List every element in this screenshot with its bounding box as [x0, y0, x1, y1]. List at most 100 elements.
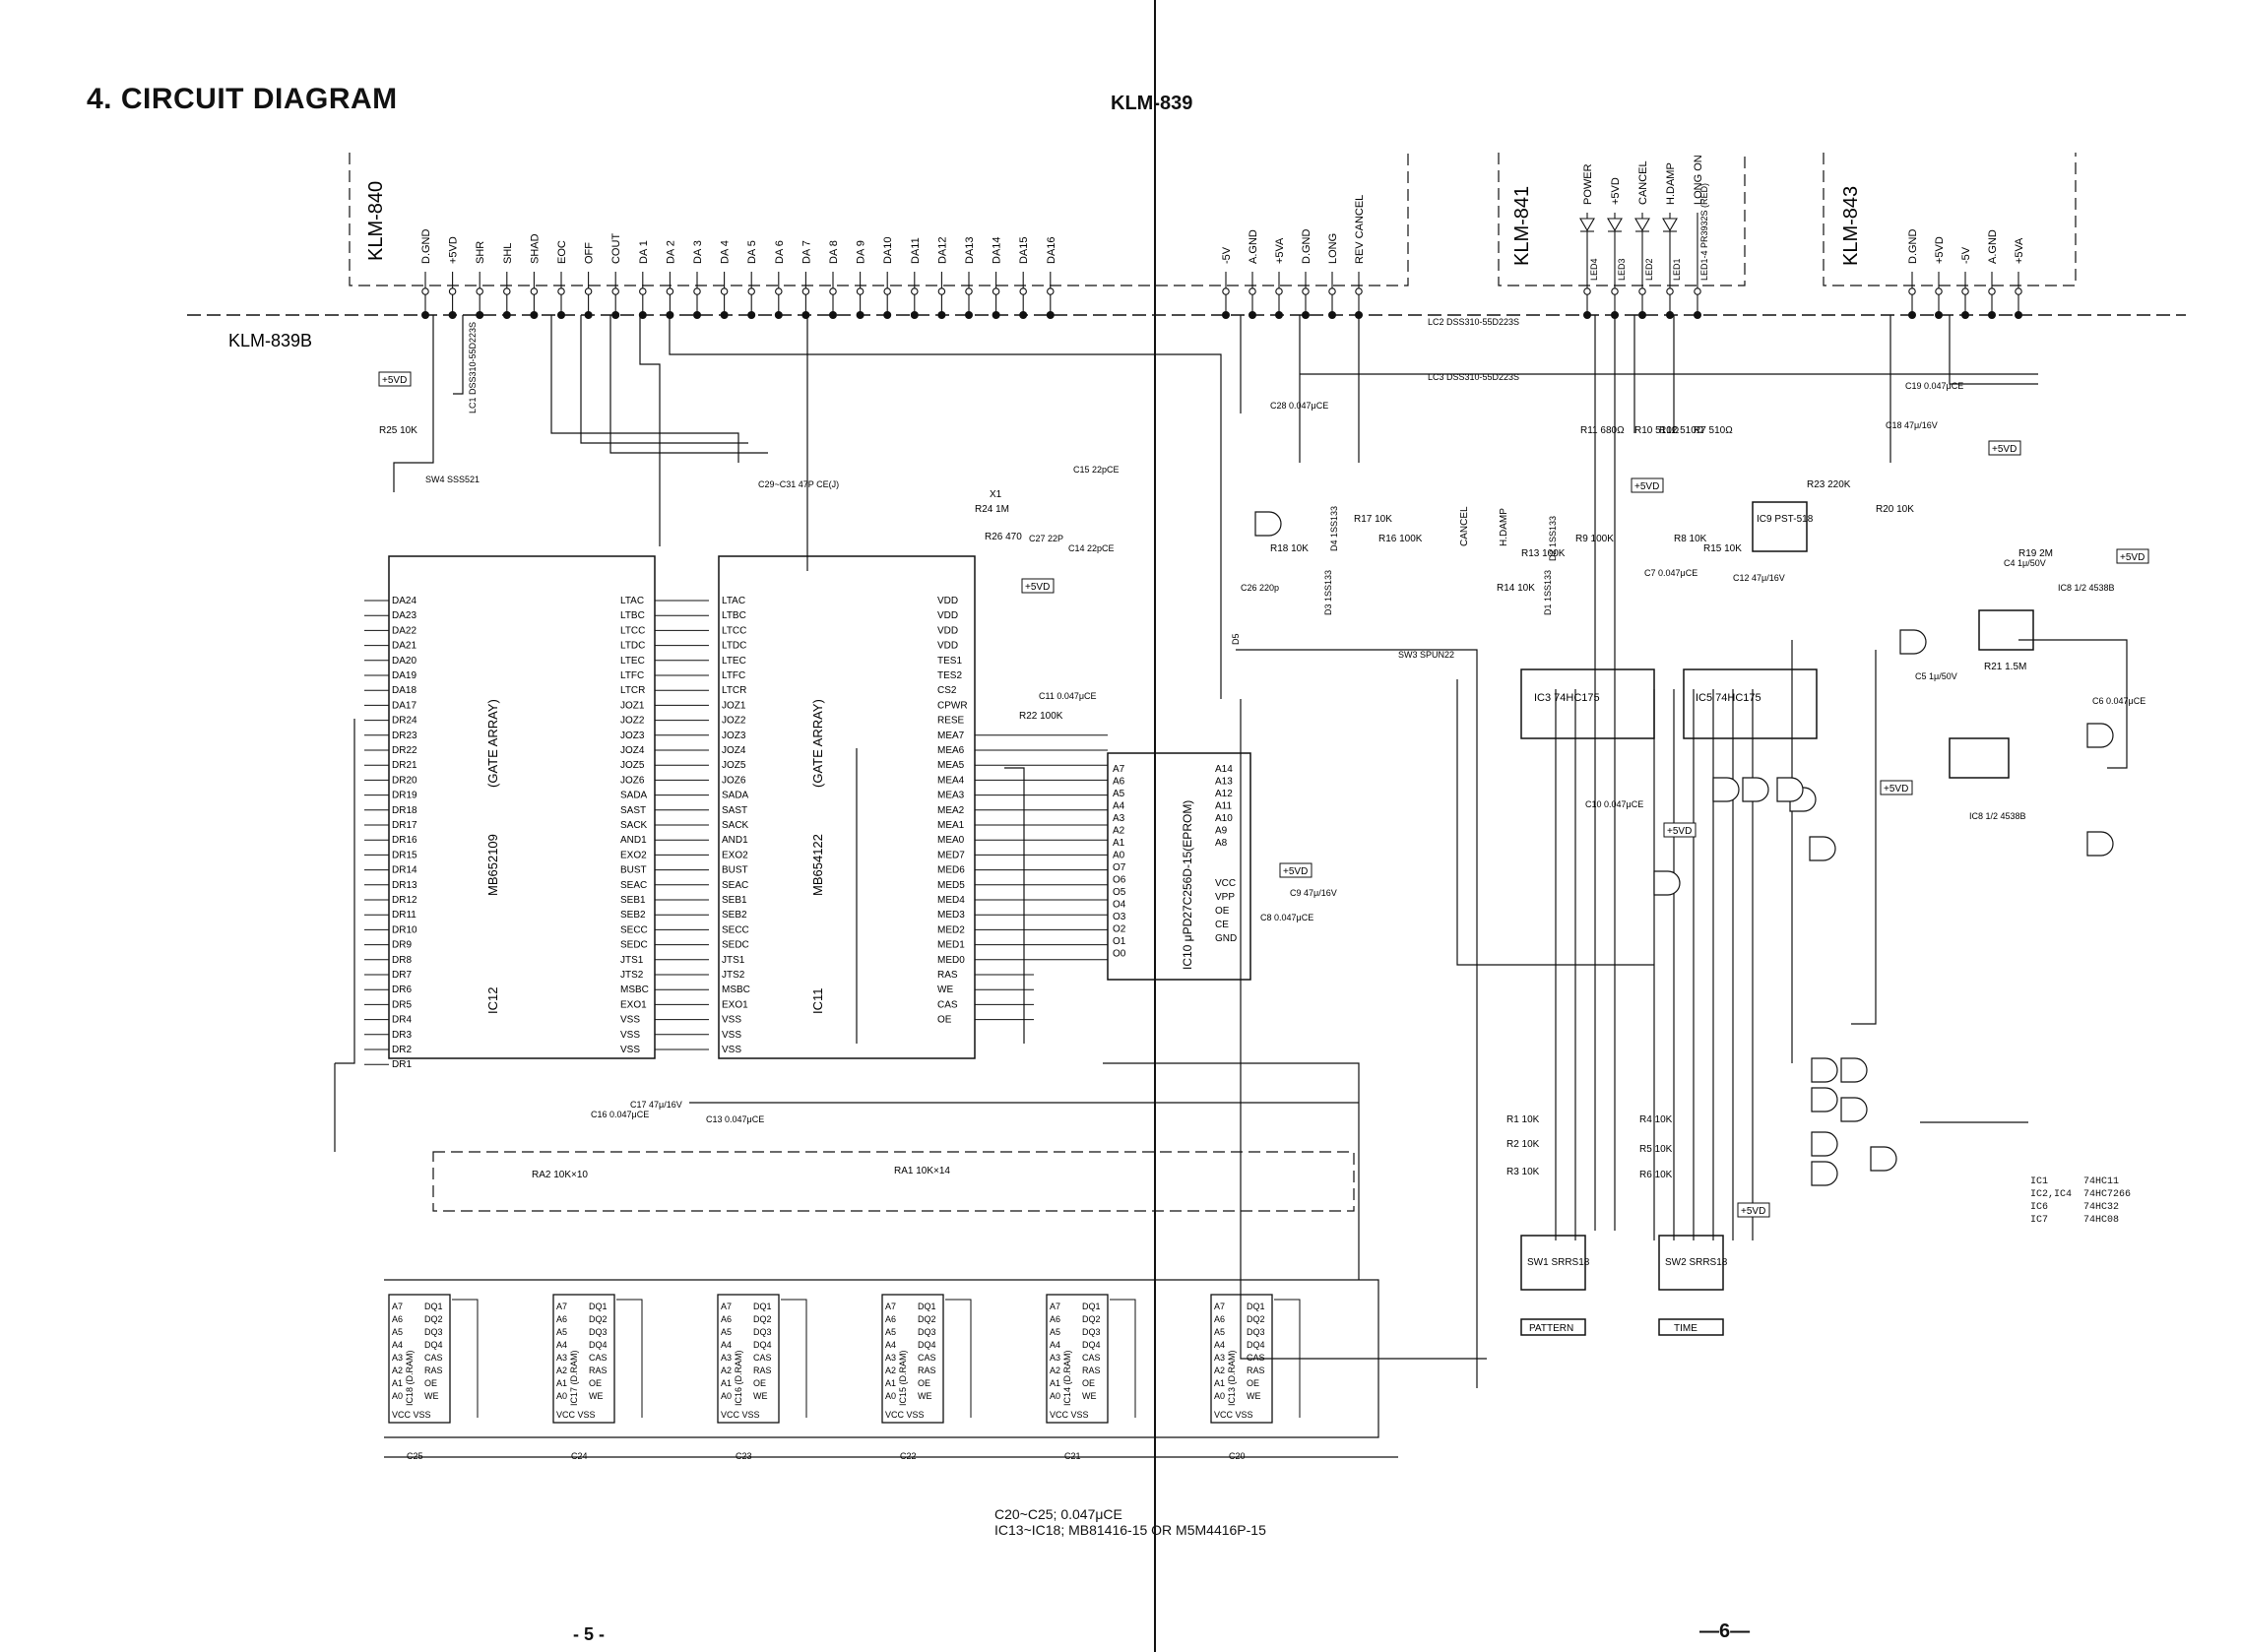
dram-pin-right: DQ2 [1247, 1314, 1265, 1324]
time-label: TIME [1674, 1323, 1697, 1334]
dram-pin-right: DQ1 [424, 1302, 443, 1311]
resistor-label: R13 100K [1521, 548, 1566, 559]
dram-pin-right: DQ3 [589, 1327, 608, 1337]
dram-pin-left: A3 [1214, 1353, 1225, 1363]
dram-pin-left: A3 [556, 1353, 567, 1363]
supply-tag-box [1663, 822, 1697, 838]
board-label-klm839b: KLM-839B [228, 331, 312, 350]
klm840-pin-junction [421, 311, 429, 319]
klm840-pin-junction [1046, 311, 1055, 319]
logic-gate-icon [1811, 1087, 1838, 1112]
pattern-label: PATTERN [1529, 1323, 1573, 1334]
ic12-pin-left: DR6 [392, 985, 412, 995]
dram-pin-left: A6 [1050, 1314, 1060, 1324]
ic11-pin-right: CPWR [937, 700, 968, 711]
sw1-label: SW1 SRRS18 [1527, 1257, 1590, 1268]
ic12-type: (GATE ARRAY) [485, 699, 500, 788]
conn-pin-terminal [1249, 287, 1256, 295]
dram-power-pins: VCC VSS [1214, 1410, 1253, 1420]
dram-pin-right: DQ4 [1082, 1340, 1101, 1350]
ic12-pin-right: LTDC [620, 641, 645, 652]
led-icon [1662, 218, 1678, 232]
dram-label: IC16 (D.RAM) [734, 1350, 743, 1406]
logic-gate-icon [1254, 511, 1282, 537]
dram-pin-right: DQ1 [589, 1302, 608, 1311]
dram-pin-right: CAS [1247, 1353, 1265, 1363]
dram-pin-left: A3 [392, 1353, 403, 1363]
dram-dq-wire [616, 1299, 643, 1418]
cancel-switch-label: CANCEL [1459, 506, 1470, 546]
ra1-label: RA1 10K×14 [894, 1166, 950, 1176]
logic-gate-icon [1840, 1057, 1868, 1083]
ic3-box [1520, 668, 1655, 739]
ic12-pin-left: DR11 [392, 910, 416, 921]
ic12-pin-left: DR17 [392, 820, 417, 831]
ic11-pin-left: SAST [722, 805, 747, 816]
ic12-pin-left: DA21 [392, 641, 416, 652]
klm840-pin-label: DA11 [910, 237, 922, 264]
dram-pin-left: A5 [556, 1327, 567, 1337]
ic11-pin-right: RESE [937, 716, 965, 727]
conn-pin-terminal [1355, 287, 1363, 295]
ic11-pin-left: VSS [722, 1030, 741, 1041]
klm840-pin-label: DA 6 [774, 240, 786, 264]
dram-chip: A7A6A5A4A3A2A1A0DQ1DQ2DQ3DQ4CASRASOEWEVC… [717, 1294, 807, 1461]
dram-pin-right: WE [589, 1391, 604, 1401]
dram-pin-right: OE [753, 1378, 766, 1388]
resistor-label: R14 10K [1497, 583, 1535, 594]
ic11-pin-right: MEA6 [937, 745, 965, 756]
dram-pin-right: OE [424, 1378, 437, 1388]
ic12-pin-left: DR18 [392, 805, 417, 816]
ic10-pin-right: GND [1215, 933, 1237, 944]
klm840-pin-label: DA12 [936, 236, 948, 264]
ic11-pin-left: MSBC [722, 985, 750, 995]
sw1-box [1520, 1235, 1586, 1291]
ic11-pin-left: EXO2 [722, 850, 748, 860]
ic11-pin-left: JOZ5 [722, 760, 746, 771]
logic-gate-icon [1811, 1131, 1838, 1157]
resistor-label: R26 470 [985, 532, 1022, 542]
dram-pin-left: A0 [392, 1391, 403, 1401]
klm841-pin-label: CANCEL [1637, 160, 1649, 205]
capacitor-label: C5 1μ/50V [1915, 671, 1957, 681]
ic12-pin-right: SEDC [620, 940, 648, 951]
bus-wiring [334, 315, 2128, 1458]
klm840-pin-junction [992, 311, 1000, 319]
ic10-pin-left: A7 [1113, 764, 1125, 775]
conn-pin-junction [1249, 311, 1256, 319]
logic-gate-icon [1776, 777, 1804, 802]
board-label-klm841: KLM-841 [1511, 186, 1533, 266]
dram-pin-right: RAS [424, 1366, 443, 1375]
dram-pin-right: DQ3 [918, 1327, 936, 1337]
dram-pin-left: A1 [392, 1378, 403, 1388]
klm841-pin-terminal [1611, 287, 1619, 295]
klm840-pin-label: SHAD [529, 233, 541, 264]
ic-note-id: IC1 [2030, 1176, 2084, 1187]
ic11-pin-right: VDD [937, 610, 958, 621]
ic11-pin-left: LTBC [722, 610, 746, 621]
ic12-pin-right: VSS [620, 1045, 640, 1055]
ic11-pin-left: LTFC [722, 670, 745, 681]
ic12-pin-left: DA24 [392, 596, 416, 606]
dram-pin-right: DQ2 [918, 1314, 936, 1324]
ic11-pin-left: SADA [722, 791, 749, 801]
ic12-pin-right: JOZ5 [620, 760, 645, 771]
klm841-pin-label: +5VD [1610, 177, 1622, 205]
klm840-pin-junction [910, 311, 919, 319]
dram-pin-right: WE [1082, 1391, 1097, 1401]
ic12-pin-right: JOZ3 [620, 731, 645, 741]
klm843-pin-junction [1935, 311, 1943, 319]
logic-gate-icon [2086, 723, 2114, 748]
supply-tag-box [1631, 477, 1664, 493]
dram-pin-left: A2 [1050, 1366, 1060, 1375]
klm843-outline [1823, 153, 2077, 286]
ic-note-part: 74HC11 [2083, 1176, 2120, 1187]
ic12-pin-right: SADA [620, 791, 648, 801]
ic12-pin-right: SECC [620, 924, 648, 935]
klm843-pin-label: D.GND [1907, 229, 1919, 265]
dram-pin-right: WE [753, 1391, 768, 1401]
